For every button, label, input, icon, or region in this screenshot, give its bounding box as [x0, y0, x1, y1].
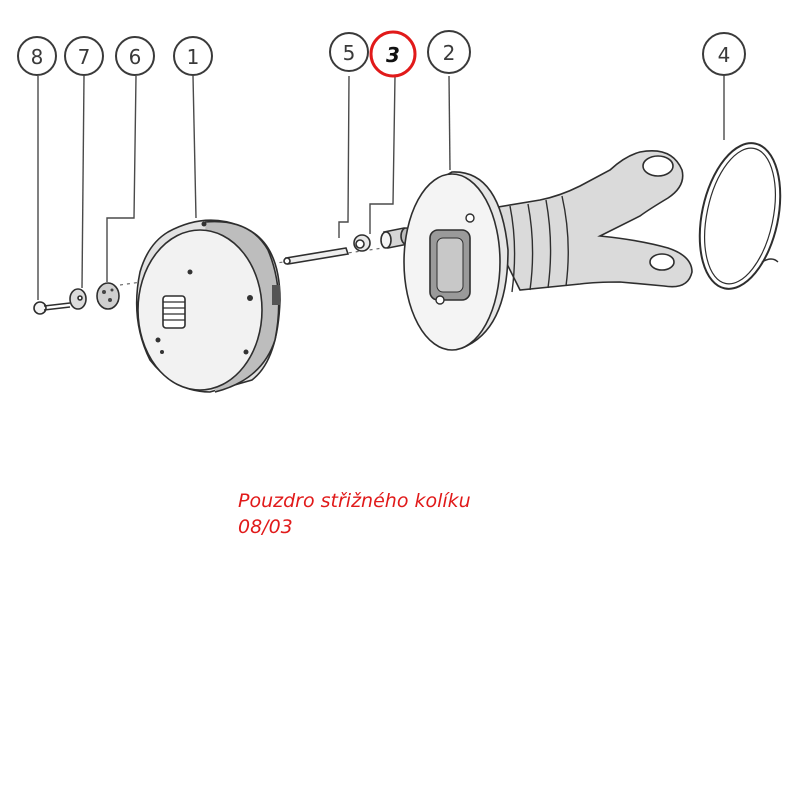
- callout-label-3: 3: [386, 43, 400, 67]
- callout-3-highlighted: 3: [369, 30, 417, 78]
- callout-label-5: 5: [343, 41, 356, 65]
- part-name: Pouzdro střižného kolíku: [238, 490, 471, 512]
- callout-2: 2: [427, 30, 471, 74]
- callout-8: 8: [17, 36, 57, 76]
- callout-6: 6: [115, 36, 155, 76]
- callout-5: 5: [329, 32, 369, 72]
- callout-label-2: 2: [443, 41, 456, 65]
- exploded-parts-diagram: 8 7 6 1 5 3 2 4: [17, 30, 782, 393]
- part-1-hub-housing: [135, 219, 281, 393]
- callout-1: 1: [173, 36, 213, 76]
- part-8-screw: [33, 301, 71, 315]
- leader-2: [448, 75, 451, 171]
- callout-4: 4: [702, 32, 746, 76]
- callout-label-8: 8: [31, 45, 44, 69]
- part-3-small-bushing: [353, 234, 371, 252]
- part-code: 08/03: [238, 516, 293, 538]
- callout-label-4: 4: [718, 43, 731, 67]
- leader-6: [106, 75, 137, 282]
- ring-outer: [698, 142, 782, 290]
- part-7-washer: [69, 288, 87, 310]
- part-2-flange-yoke: [403, 150, 693, 351]
- ring-inner: [704, 147, 776, 285]
- part-5-shear-pin: [283, 247, 350, 265]
- assembly-axis: [119, 239, 441, 286]
- callout-7: 7: [64, 36, 104, 76]
- callout-label-7: 7: [78, 45, 91, 69]
- leader-lines: [37, 75, 725, 300]
- part-6-cap: [96, 282, 120, 310]
- leader-7: [81, 75, 85, 289]
- leader-3: [369, 75, 396, 234]
- part-4-retaining-ring: [698, 142, 782, 290]
- callout-label-1: 1: [187, 45, 200, 69]
- callout-label-6: 6: [129, 45, 142, 69]
- part-caption: Pouzdro střižného kolíku 08/03: [238, 488, 471, 540]
- leader-1: [192, 75, 197, 219]
- leader-5: [338, 75, 350, 238]
